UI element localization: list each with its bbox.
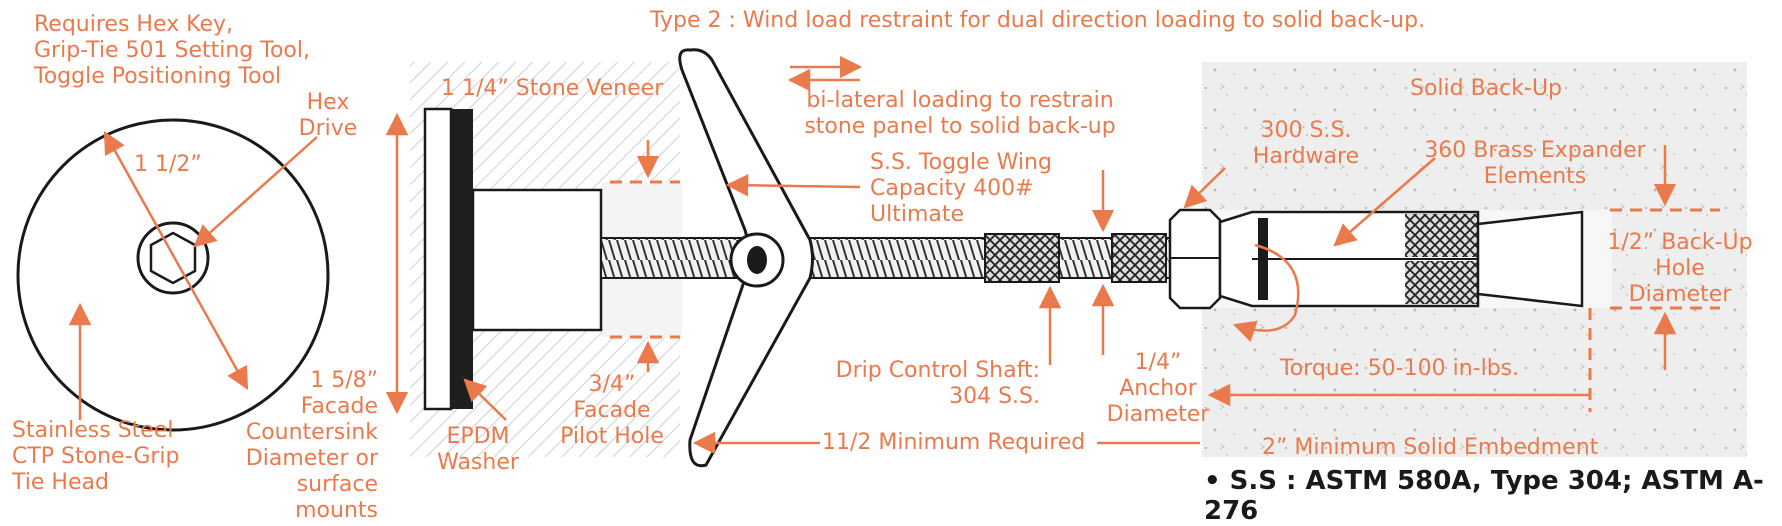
toggle-pivot-slot xyxy=(747,246,767,274)
threaded-rod xyxy=(600,237,1182,279)
anchor-hardware xyxy=(692,157,1584,455)
expander-pointer xyxy=(1333,157,1436,247)
pilot-hole-label: 3/4” Facade Pilot Hole xyxy=(560,372,664,449)
hex-drive-label: Hex Drive xyxy=(298,90,358,141)
tie-head-view xyxy=(16,118,330,432)
loading-label: bi-lateral loading to restrain stone pan… xyxy=(804,88,1116,139)
requires-tools-label: Requires Hex Key, Grip-Tie 501 Setting T… xyxy=(34,12,310,89)
hardware-label: 300 S.S. Hardware xyxy=(1252,118,1360,169)
anchor-diagram xyxy=(16,48,1747,468)
tie-head-label: Stainless Steel CTP Stone-Grip Tie Head xyxy=(12,418,180,495)
expander-cone xyxy=(1476,210,1584,308)
drip-shaft-label: Drip Control Shaft: 304 S.S. xyxy=(835,358,1040,409)
anchor-diameter-label: 1/4” Anchor Diameter xyxy=(1106,350,1210,427)
tie-head-hub xyxy=(471,188,603,332)
toggle-wing-body xyxy=(678,48,814,468)
embedment-label: 2” Minimum Solid Embedment xyxy=(1262,435,1599,460)
hole-diameter-label: 1/2” Back-Up Hole Diameter xyxy=(1607,230,1753,307)
torque-rotation-arrow xyxy=(1232,243,1300,343)
torque-label: Torque: 50-100 in-lbs. xyxy=(1280,356,1520,381)
diameter-label: 1 1/2” xyxy=(134,152,202,177)
toggle-wing xyxy=(678,48,863,468)
epdm-pointer xyxy=(463,378,507,421)
epdm-label: EPDM Washer xyxy=(437,424,519,475)
sleeve-groove xyxy=(1258,218,1268,300)
hex-drive-pointer xyxy=(193,136,318,248)
diameter-arrow xyxy=(103,131,249,390)
expander-knurl-bottom xyxy=(1405,261,1477,304)
spec-line: • S.S : ASTM 580A, Type 304; ASTM A-276 xyxy=(1204,466,1764,526)
hex-drive-socket xyxy=(149,231,197,285)
tie-head-plate xyxy=(423,107,453,411)
toggle-wing-label: S.S. Toggle Wing Capacity 400# Ultimate xyxy=(870,150,1052,227)
expander-knurl-top xyxy=(1405,214,1477,257)
toggle-wing-pointer xyxy=(725,174,861,197)
epdm-washer xyxy=(451,109,473,409)
veneer-title: 1 1/4” Stone Veneer xyxy=(441,76,664,101)
stone-veneer-section xyxy=(385,62,682,457)
expander-label: 360 Brass Expander Elements xyxy=(1424,138,1646,189)
drip-control-knurl xyxy=(984,233,1060,283)
anchor-shaft xyxy=(600,233,1182,283)
min-required-label: 11/2 Minimum Required xyxy=(822,430,1086,455)
anchor-knurl xyxy=(1111,233,1167,283)
hardware-pointer xyxy=(1183,167,1226,209)
countersink-label: 1 5/8” Facade Countersink Diameter or su… xyxy=(245,368,378,523)
title-text: Type 2 : Wind load restraint for dual di… xyxy=(650,8,1426,33)
backup-title: Solid Back-Up xyxy=(1410,76,1563,101)
